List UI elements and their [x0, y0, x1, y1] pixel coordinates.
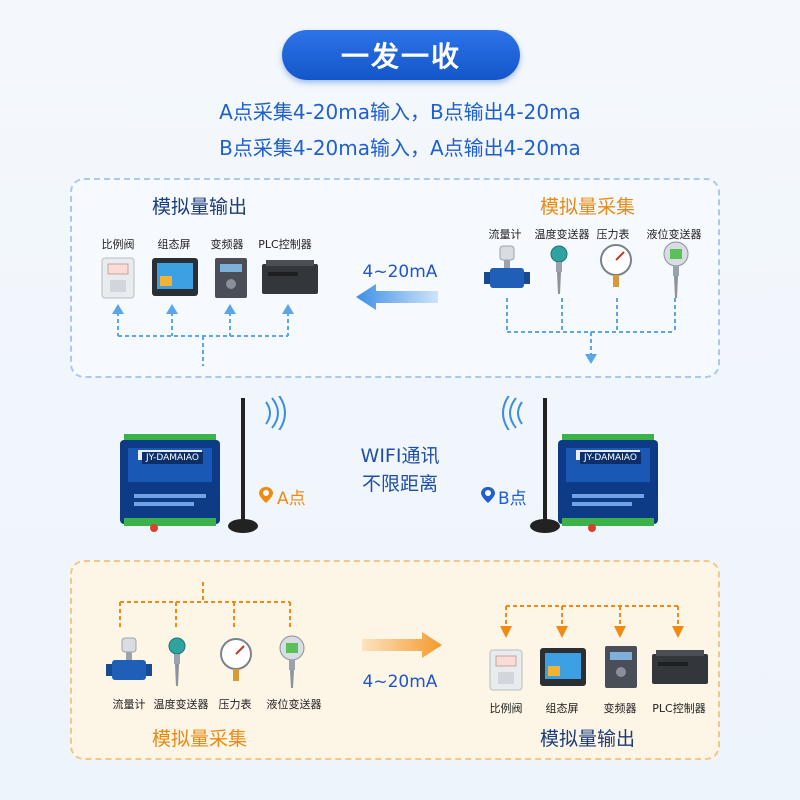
top-input-label-1: 温度变送器 — [534, 228, 590, 241]
bottom-output-label-1: 组态屏 — [545, 702, 579, 715]
bottom-level-transmitter-icon — [279, 635, 305, 688]
subtitle-line-1: A点采集4-20ma输入，B点输出4-20ma — [219, 100, 581, 124]
location-pin-a-icon — [259, 487, 273, 503]
bottom-output-connector — [500, 605, 684, 638]
location-pin-b-icon — [481, 487, 495, 503]
touch-screen-icon — [152, 258, 198, 296]
top-output-label-2: 变频器 — [210, 238, 244, 251]
bottom-input-label-0: 流量计 — [112, 698, 146, 711]
plc-controller-icon — [262, 260, 318, 294]
proportional-valve-icon — [101, 257, 135, 299]
top-input-connector — [506, 298, 676, 364]
top-output-label-1: 组态屏 — [157, 238, 191, 251]
bottom-output-label-3: PLC控制器 — [652, 702, 706, 715]
bottom-temperature-transmitter-icon — [168, 637, 186, 686]
wifi-text-line-2: 不限距离 — [361, 473, 438, 495]
top-input-title: 模拟量采集 — [540, 196, 636, 218]
point-b-label: B点 — [498, 489, 527, 509]
bottom-plc-controller-icon — [652, 650, 708, 684]
bottom-input-label-1: 温度变送器 — [153, 698, 209, 711]
temperature-transmitter-icon — [550, 245, 568, 294]
arrow-left-icon — [356, 284, 438, 310]
bottom-signal-label: 4~20mA — [362, 672, 438, 692]
antenna-a-icon — [228, 398, 258, 533]
bottom-output-label-0: 比例阀 — [489, 702, 523, 715]
pressure-gauge-icon — [600, 244, 632, 287]
flow-meter-icon — [484, 245, 530, 288]
module-a — [120, 434, 220, 532]
top-input-label-3: 液位变送器 — [646, 228, 702, 241]
bottom-input-label-3: 液位变送器 — [266, 698, 322, 711]
point-a-label: A点 — [277, 489, 306, 509]
wifi-signal-a-icon — [265, 396, 286, 430]
wifi-text-line-1: WIFI通讯 — [360, 445, 440, 467]
antenna-b-icon — [530, 398, 560, 533]
inverter-icon — [215, 258, 247, 298]
top-output-connector — [112, 304, 294, 366]
subtitle-line-2: B点采集4-20ma输入，A点输出4-20ma — [219, 136, 581, 160]
level-transmitter-icon — [663, 241, 689, 298]
wifi-signal-b-icon — [502, 396, 523, 430]
page-title: 一发一收 — [282, 30, 520, 80]
module-b-label: JY-DAMAIAO — [580, 452, 641, 464]
module-b — [558, 434, 658, 532]
top-output-title: 模拟量输出 — [152, 196, 248, 218]
arrow-right-icon — [362, 632, 442, 658]
top-input-label-0: 流量计 — [488, 228, 522, 241]
bottom-input-title: 模拟量采集 — [152, 728, 248, 750]
bottom-input-connector — [119, 582, 291, 630]
top-signal-label: 4~20mA — [362, 262, 438, 282]
module-a-label: JY-DAMAIAO — [142, 452, 203, 464]
bottom-output-label-2: 变频器 — [603, 702, 637, 715]
bottom-inverter-icon — [605, 646, 637, 688]
top-output-label-3: PLC控制器 — [258, 238, 312, 251]
bottom-flow-meter-icon — [106, 637, 152, 680]
top-input-label-2: 压力表 — [596, 228, 630, 241]
bottom-input-label-2: 压力表 — [218, 698, 252, 711]
bottom-proportional-valve-icon — [489, 649, 523, 691]
bottom-pressure-gauge-icon — [220, 638, 252, 681]
bottom-output-title: 模拟量输出 — [540, 728, 636, 750]
bottom-touch-screen-icon — [540, 648, 586, 686]
top-output-label-0: 比例阀 — [101, 238, 135, 251]
